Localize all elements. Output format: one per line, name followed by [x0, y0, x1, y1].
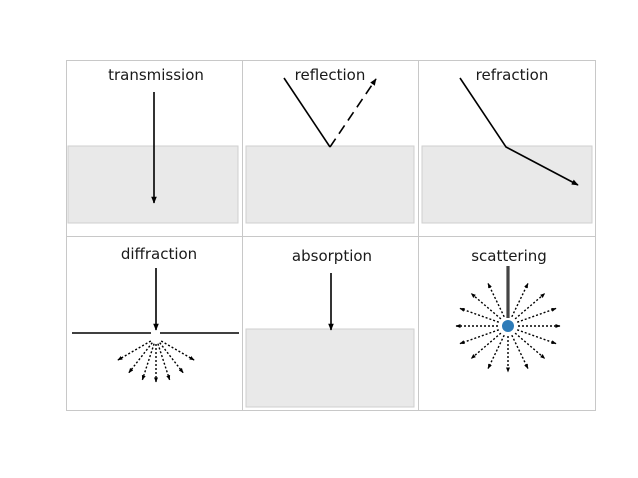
- panel-scattering: scattering: [455, 247, 561, 373]
- scattered-ray: [470, 292, 502, 320]
- panel-absorption: absorption: [245, 247, 415, 408]
- panel-label: absorption: [292, 247, 372, 265]
- scattered-ray: [511, 334, 529, 369]
- diffracted-ray: [141, 343, 155, 381]
- scattered-ray: [487, 334, 505, 369]
- diffracted-ray: [117, 340, 152, 361]
- diffracted-ray: [160, 340, 195, 361]
- medium-block: [245, 145, 415, 224]
- diffracted-ray: [159, 342, 184, 374]
- panel-transmission: transmission: [67, 66, 239, 224]
- panel-reflection: reflection: [245, 66, 415, 224]
- scattered-ray: [516, 329, 557, 345]
- panel-label: diffraction: [121, 245, 197, 263]
- panel-label: reflection: [295, 66, 366, 84]
- scattered-ray: [516, 307, 557, 323]
- grid-border: [66, 60, 596, 411]
- scattered-ray: [459, 329, 500, 345]
- panel-refraction: refraction: [421, 66, 593, 224]
- scattered-ray: [459, 307, 500, 323]
- incident-ray: [283, 77, 331, 148]
- diffracted-ray: [128, 342, 153, 374]
- diffracted-rays: [117, 340, 195, 383]
- medium-block: [67, 145, 239, 224]
- refracted-ray: [459, 77, 579, 186]
- reflected-ray: [329, 78, 377, 148]
- scattered-ray: [487, 283, 505, 318]
- scattered-ray: [470, 332, 502, 360]
- scattered-ray: [514, 332, 546, 360]
- panel-label: scattering: [471, 247, 547, 265]
- scattering-particle: [502, 320, 514, 332]
- scattered-ray: [511, 283, 529, 318]
- panel-label: transmission: [108, 66, 204, 84]
- scattered-ray: [514, 292, 546, 320]
- panel-grid: [66, 60, 596, 411]
- medium-block: [245, 328, 415, 408]
- scattered-rays: [455, 283, 561, 373]
- panel-label: refraction: [476, 66, 549, 84]
- medium-block: [421, 145, 593, 224]
- diffracted-ray: [157, 343, 171, 381]
- panel-diffraction: diffraction: [72, 245, 239, 383]
